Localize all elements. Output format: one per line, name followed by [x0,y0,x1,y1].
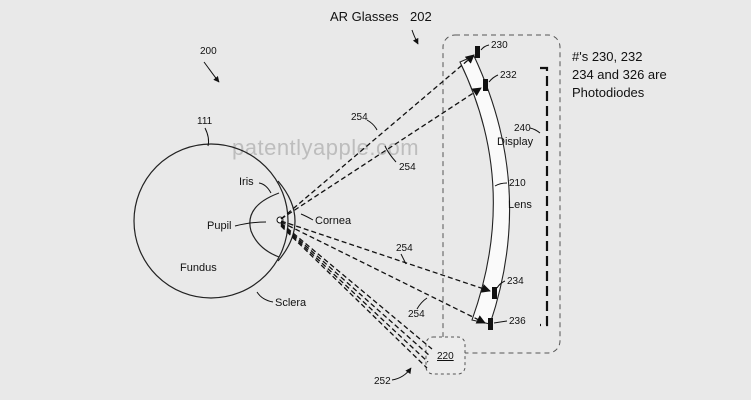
ref-200-leader [203,61,220,83]
ref-232: 232 [500,70,517,81]
ref-220: 220 [437,351,454,362]
ray-to-220-c [280,224,429,363]
watermark: patentlyapple.com [232,135,419,160]
ref-234: 234 [507,276,524,287]
note-line-1: #'s 230, 232 [572,49,642,64]
ref-210-leader [494,182,508,187]
title-ar-glasses: AR Glasses [330,9,399,24]
ref-234-leader [496,280,506,289]
ar-glasses-boundary [442,34,561,354]
ray-to-234 [280,220,491,293]
ref-111: 111 [197,116,213,127]
cornea [277,180,296,262]
ray-to-230 [280,54,475,220]
ref-210: 210 [509,178,526,189]
ref-254-c-leader [400,253,407,265]
display-240 [540,66,549,327]
ref-252: 252 [374,376,391,387]
ref-254-a-leader [366,119,378,131]
eye-globe [133,143,289,299]
iris-leader [258,182,272,194]
label-iris: Iris [239,176,254,188]
ref-254-d-leader [416,297,428,310]
ref-254-b-leader [384,145,397,163]
ref-111-leader [204,127,210,147]
cornea-leader [300,213,314,221]
label-cornea: Cornea [315,215,352,227]
note-line-2: 234 and 326 are [572,67,667,82]
photodiode-232 [483,79,488,91]
sclera-leader [256,291,274,303]
ref-202-leader [411,29,419,45]
label-display: Display [497,136,534,148]
ref-230-leader [480,44,490,51]
ray-to-220-d [280,225,428,369]
ref-254-a: 254 [351,112,368,123]
ref-254-b: 254 [399,162,416,173]
ref-232-leader [488,74,499,83]
photodiode-230 [475,46,480,58]
ref-252-leader [391,367,412,381]
ref-200: 200 [200,46,217,57]
pupil-leader [234,221,267,227]
iris-lens-shape [249,192,280,258]
label-fundus: Fundus [180,262,217,274]
label-pupil: Pupil [207,220,231,232]
ref-240: 240 [514,123,531,134]
ref-254-d: 254 [408,309,425,320]
ref-230: 230 [491,40,508,51]
note-line-3: Photodiodes [572,85,645,100]
ref-202: 202 [410,9,432,24]
ref-254-c: 254 [396,243,413,254]
label-sclera: Sclera [275,297,307,309]
photodiode-236 [488,318,493,330]
photodiode-234 [492,287,497,299]
ray-to-220-a [280,222,433,350]
device-220-box [425,336,466,375]
ray-to-220-b [280,223,431,357]
ray-to-236 [280,221,486,324]
ref-236-leader [493,320,508,324]
ref-240-leader [529,127,541,134]
ref-236: 236 [509,316,526,327]
label-lens: Lens [508,199,532,211]
